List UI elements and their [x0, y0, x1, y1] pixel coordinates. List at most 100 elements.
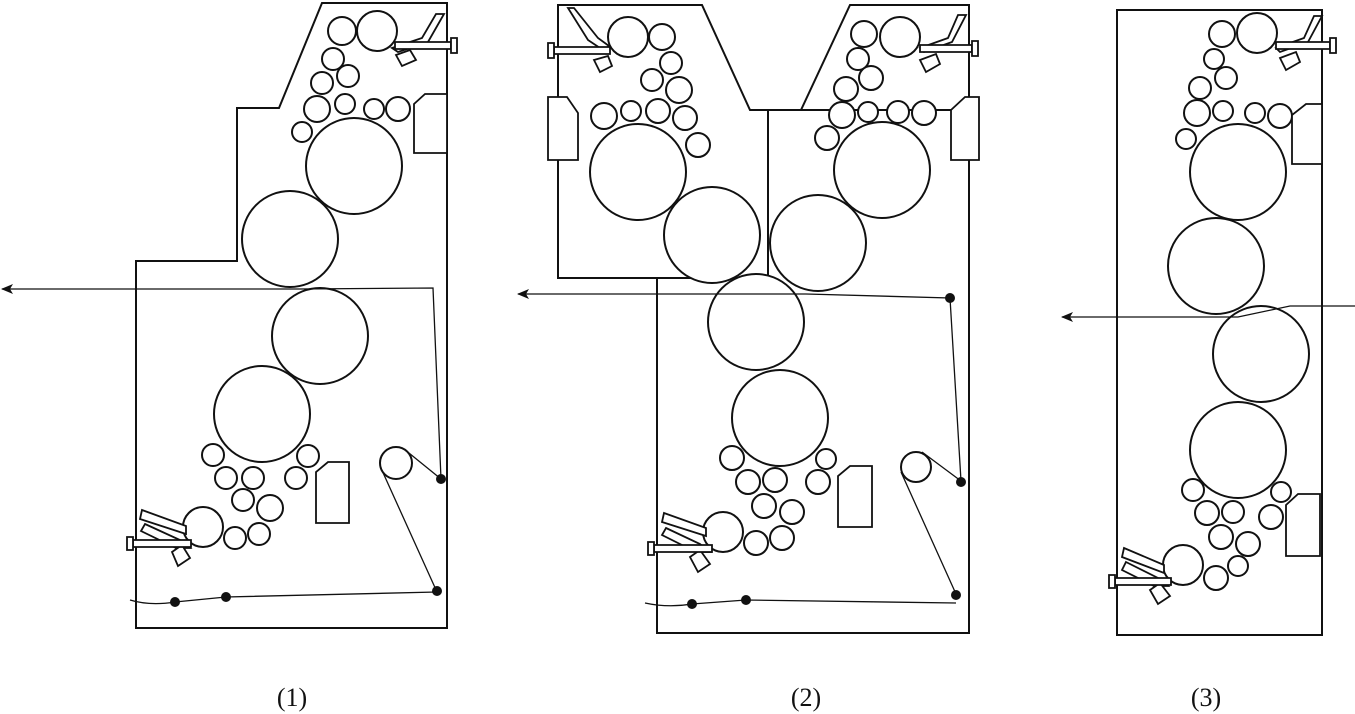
roller — [1236, 532, 1260, 556]
roller — [224, 527, 246, 549]
roller — [257, 495, 283, 521]
roller — [1237, 13, 1277, 53]
roller — [335, 94, 355, 114]
roller — [887, 101, 909, 123]
roller — [608, 17, 648, 57]
roller — [815, 126, 839, 150]
panel-3 — [1061, 10, 1355, 635]
roller — [242, 467, 264, 489]
roller — [686, 133, 710, 157]
roller — [285, 467, 307, 489]
roller — [1176, 129, 1196, 149]
caption-panel-1: (1) — [277, 683, 307, 712]
roller — [806, 470, 830, 494]
main-cylinders — [1168, 124, 1309, 498]
roller — [1271, 482, 1291, 502]
machine-part — [1115, 578, 1171, 585]
machine-part — [140, 510, 186, 534]
roller — [297, 445, 319, 467]
left-upper-dampener-block — [548, 97, 578, 160]
machine-part — [920, 45, 972, 52]
machine-part — [972, 41, 978, 56]
right-upper-frame-outline — [768, 5, 969, 110]
roller — [858, 102, 878, 122]
panel-2 — [517, 5, 979, 633]
right-upper-inking-rollers — [815, 17, 936, 150]
roller — [736, 470, 760, 494]
roller — [248, 523, 270, 545]
lower-inking-rollers — [183, 444, 319, 549]
roller — [834, 77, 858, 101]
machine-part — [1330, 38, 1336, 53]
guide-roller-dot — [436, 474, 446, 484]
paper-web-line — [901, 472, 956, 594]
roller — [770, 526, 794, 550]
paper-web-line — [517, 289, 961, 481]
roller — [364, 99, 384, 119]
lower-ink-fountain — [648, 513, 712, 572]
machine-part — [1276, 42, 1330, 49]
machine-part — [133, 540, 191, 547]
roller — [380, 447, 412, 479]
roller — [744, 531, 768, 555]
lower-dampener-block — [1286, 494, 1320, 556]
right-upper-ink-fountain — [920, 15, 978, 72]
roller — [912, 101, 936, 125]
web-path — [1061, 306, 1355, 322]
machine-part — [392, 14, 444, 52]
lower-ink-fountain — [127, 510, 191, 566]
roller — [641, 69, 663, 91]
caption-panel-2: (2) — [791, 683, 821, 712]
roller — [306, 118, 402, 214]
machine-part — [1276, 16, 1322, 52]
main-cylinders — [214, 118, 402, 462]
machine-part — [451, 38, 457, 53]
roller — [851, 21, 877, 47]
roller — [664, 187, 760, 283]
machine-part — [554, 47, 610, 54]
roller — [292, 122, 312, 142]
roller — [328, 17, 356, 45]
roller — [1213, 306, 1309, 402]
roller — [649, 24, 675, 50]
web-path — [517, 289, 966, 609]
machine-part — [568, 8, 609, 50]
left-upper-ink-fountain — [548, 8, 612, 72]
guide-roller-dot — [945, 293, 955, 303]
machine-part — [548, 43, 554, 58]
machine-part — [396, 50, 416, 66]
machine-part — [127, 537, 133, 550]
roller — [591, 103, 617, 129]
right-upper-dampener-block — [951, 97, 979, 160]
roller — [1204, 566, 1228, 590]
roller — [1182, 479, 1204, 501]
guide-roller-dot — [221, 592, 231, 602]
roller — [732, 370, 828, 466]
roller — [1268, 104, 1292, 128]
lower-inking-rollers — [703, 446, 836, 555]
paper-web-line — [922, 452, 961, 481]
caption-panel-3: (3) — [1191, 683, 1221, 712]
roller — [829, 102, 855, 128]
lower-dampener-block — [316, 462, 349, 523]
guide-roller-dot — [741, 595, 751, 605]
roller — [708, 274, 804, 370]
web-path — [1, 284, 446, 607]
lower-ink-fountain — [1109, 548, 1171, 604]
guide-roller-dot — [951, 590, 961, 600]
roller — [322, 48, 344, 70]
roller — [834, 122, 930, 218]
roller — [780, 500, 804, 524]
roller — [202, 444, 224, 466]
machine-part — [594, 56, 612, 72]
lower-dampener-block — [838, 466, 872, 527]
guide-roller-dot — [170, 597, 180, 607]
roller — [357, 11, 397, 51]
roller — [1209, 525, 1233, 549]
roller — [1245, 103, 1265, 123]
machine-part — [648, 542, 654, 555]
guide-roller-dot — [956, 477, 966, 487]
machine-part — [1122, 548, 1164, 573]
roller — [337, 65, 359, 87]
